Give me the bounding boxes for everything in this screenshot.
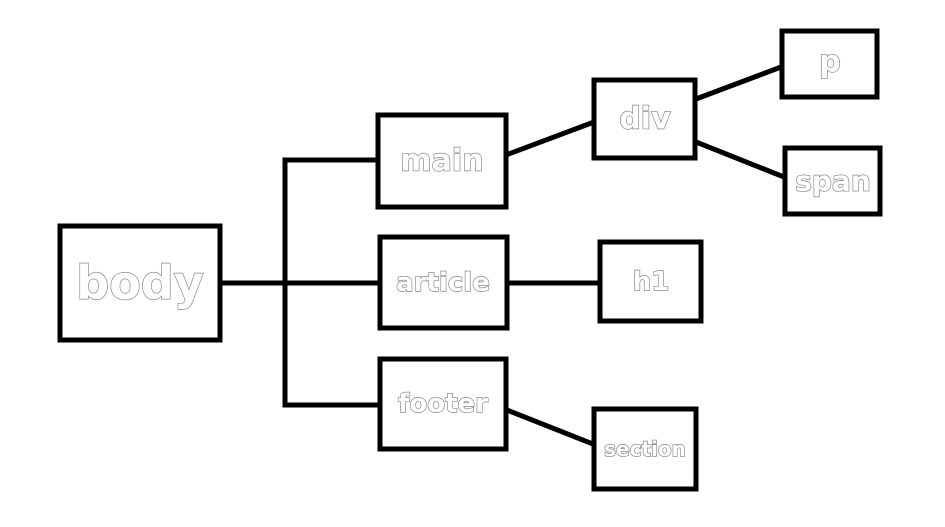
node-label-body: body <box>76 256 203 310</box>
node-span: span <box>782 145 883 217</box>
node-label-h1: h1 <box>633 267 670 297</box>
node-label-footer: footer <box>398 389 488 419</box>
node-div: div <box>591 77 698 161</box>
edge-div-span <box>692 138 788 181</box>
node-p: p <box>779 28 880 100</box>
node-label-section: section <box>604 437 686 461</box>
edge-footer-section <box>503 406 597 448</box>
edge-body-main-article-footer <box>218 157 382 408</box>
edge-div-p <box>692 63 785 103</box>
node-body: body <box>57 223 223 343</box>
node-label-main: main <box>400 144 483 179</box>
node-label-div: div <box>619 102 671 137</box>
node-footer: footer <box>377 356 509 452</box>
edge-main-div <box>502 118 598 159</box>
node-section: section <box>591 406 699 492</box>
node-label-article: article <box>396 268 490 298</box>
node-h1: h1 <box>597 239 704 324</box>
node-label-span: span <box>795 165 871 198</box>
node-main: main <box>375 112 509 210</box>
node-label-p: p <box>819 45 840 80</box>
node-article: article <box>377 234 510 331</box>
connectors <box>218 63 788 448</box>
